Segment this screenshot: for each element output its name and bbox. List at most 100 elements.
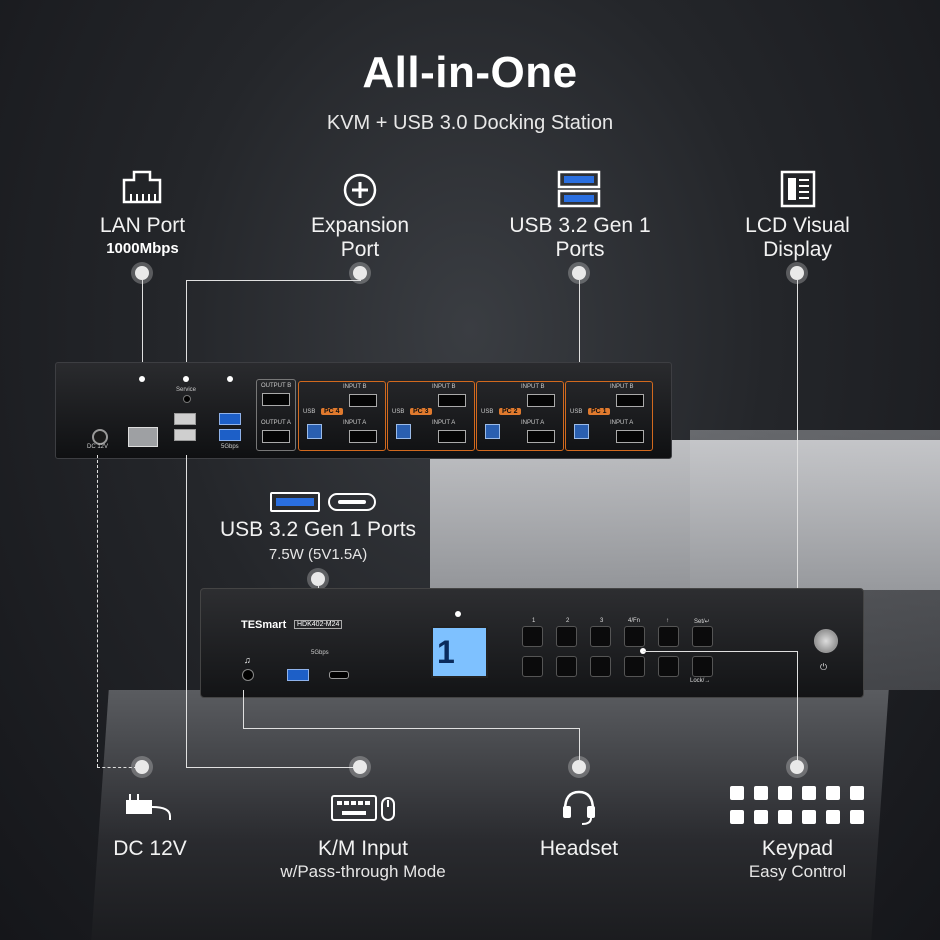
key-lock[interactable] [692, 656, 713, 677]
pc2-tag: PC 2 [499, 408, 521, 415]
key-set[interactable] [692, 626, 713, 647]
headset-marker [572, 760, 586, 774]
key-5[interactable] [522, 656, 543, 677]
usb-rear-point [227, 376, 233, 382]
pc3-port-group: INPUT B USB PC 3 INPUT A [387, 381, 475, 451]
expansion-connector-line-b [186, 280, 361, 281]
pc2-input-b-label: INPUT B [521, 384, 545, 390]
rear-panel: Service DC 12V 5Gbps OUTPUT B OUTPUT A I… [55, 362, 672, 459]
key-3[interactable] [590, 626, 611, 647]
expansion-port-label-1: Expansion [310, 214, 410, 237]
usb-ports-label-2: Ports [555, 238, 605, 261]
model-label: HDK402-M24 [294, 620, 343, 629]
pc2-usb-label: USB [481, 409, 494, 415]
km-usb-port-2 [174, 429, 196, 441]
rear-usb-port-1 [219, 413, 241, 425]
headset-label-text: Headset [539, 837, 619, 860]
service-port [183, 395, 191, 403]
key-1[interactable] [522, 626, 543, 647]
usb-a-icon [270, 492, 320, 512]
pc1-input-a-label: INPUT A [610, 420, 634, 426]
keypad-connector-line-b [797, 651, 798, 761]
lan-port-label: LAN Port [99, 214, 186, 237]
key-label-2: 2 [566, 618, 570, 624]
output-group: OUTPUT B OUTPUT A [256, 379, 296, 451]
key-7[interactable] [590, 656, 611, 677]
pc3-input-a-label: INPUT A [432, 420, 456, 426]
expansion-port-label-2: Port [340, 238, 380, 261]
keypad-sub-text: Easy Control [748, 862, 847, 881]
dc-marker [135, 760, 149, 774]
lcd-point [455, 611, 461, 617]
pc4-usb-label: USB [303, 409, 316, 415]
key-down[interactable] [658, 656, 679, 677]
pc1-tag: PC 1 [588, 408, 610, 415]
lcd-display-icon [780, 170, 816, 208]
lcd-display-label-1: LCD Visual [745, 214, 850, 237]
pc3-tag: PC 3 [410, 408, 432, 415]
rear-usb-port-2 [219, 429, 241, 441]
pc3-input-b [438, 394, 466, 407]
front-usb-c[interactable] [329, 671, 349, 679]
expansion-point [183, 376, 189, 382]
page-title: All-in-One [362, 48, 578, 97]
key-8[interactable] [624, 656, 645, 677]
headset-connector-line-c [579, 728, 580, 760]
headset-connector-line-a [243, 690, 244, 728]
pc4-input-a-label: INPUT A [343, 420, 367, 426]
key-4-fn[interactable] [624, 626, 645, 647]
keyboard-mouse-icon [330, 792, 398, 824]
output-a-hdmi [262, 430, 290, 443]
expansion-plus-icon [342, 172, 378, 208]
pc1-usb-label: USB [570, 409, 583, 415]
brand-logo: TESmart [241, 619, 287, 631]
pc4-input-b [349, 394, 377, 407]
output-b-hdmi [262, 393, 290, 406]
pc1-usb-b [574, 424, 589, 439]
pc3-input-b-label: INPUT B [432, 384, 456, 390]
power-knob[interactable] [814, 629, 838, 653]
km-label-text: K/M Input [318, 837, 408, 860]
pc1-input-b [616, 394, 644, 407]
usb-ports-icon [557, 170, 601, 208]
pc2-usb-b [485, 424, 500, 439]
key-6[interactable] [556, 656, 577, 677]
pc2-input-b [527, 394, 555, 407]
km-usb-port-1 [174, 413, 196, 425]
pc4-input-a [349, 430, 377, 443]
key-label-set: Set/↵ [694, 619, 710, 625]
dc-label-text: DC 12V [113, 837, 187, 860]
lan-port-icon [120, 168, 164, 206]
key-up[interactable] [658, 626, 679, 647]
pc4-usb-b [307, 424, 322, 439]
key-label-4: 4/Fn [628, 618, 641, 624]
pc2-port-group: INPUT B USB PC 2 INPUT A [476, 381, 564, 451]
km-connector-line-b [186, 767, 356, 768]
pc3-usb-b [396, 424, 411, 439]
key-label-3: 3 [600, 618, 604, 624]
expansion-port-marker [353, 266, 367, 280]
headset-icon [560, 788, 598, 826]
keypad-icon [730, 786, 864, 826]
usb-ports-label-1: USB 3.2 Gen 1 [509, 214, 651, 237]
output-a-label: OUTPUT A [261, 420, 291, 426]
lan-port-speed: 1000Mbps [106, 240, 179, 257]
pc1-input-a [616, 430, 644, 443]
dc-connector-dash [97, 455, 98, 767]
key-2[interactable] [556, 626, 577, 647]
usb-c-icon [328, 493, 376, 511]
pc1-input-b-label: INPUT B [610, 384, 634, 390]
front-usb-a[interactable] [287, 669, 309, 681]
usb-ports-marker [572, 266, 586, 280]
rear-speed-label: 5Gbps [221, 444, 239, 450]
output-b-label: OUTPUT B [261, 383, 292, 389]
km-connector-line-a [186, 455, 187, 767]
keypad-label-text: Keypad [761, 837, 834, 860]
lan-connector-line [142, 280, 143, 380]
lan-point [139, 376, 145, 382]
page-subtitle: KVM + USB 3.0 Docking Station [326, 112, 614, 134]
pc2-input-a [527, 430, 555, 443]
front-usb-label: USB 3.2 Gen 1 Ports [219, 518, 417, 541]
keypad-connector-line-a [643, 651, 798, 652]
lan-jack [128, 427, 158, 447]
